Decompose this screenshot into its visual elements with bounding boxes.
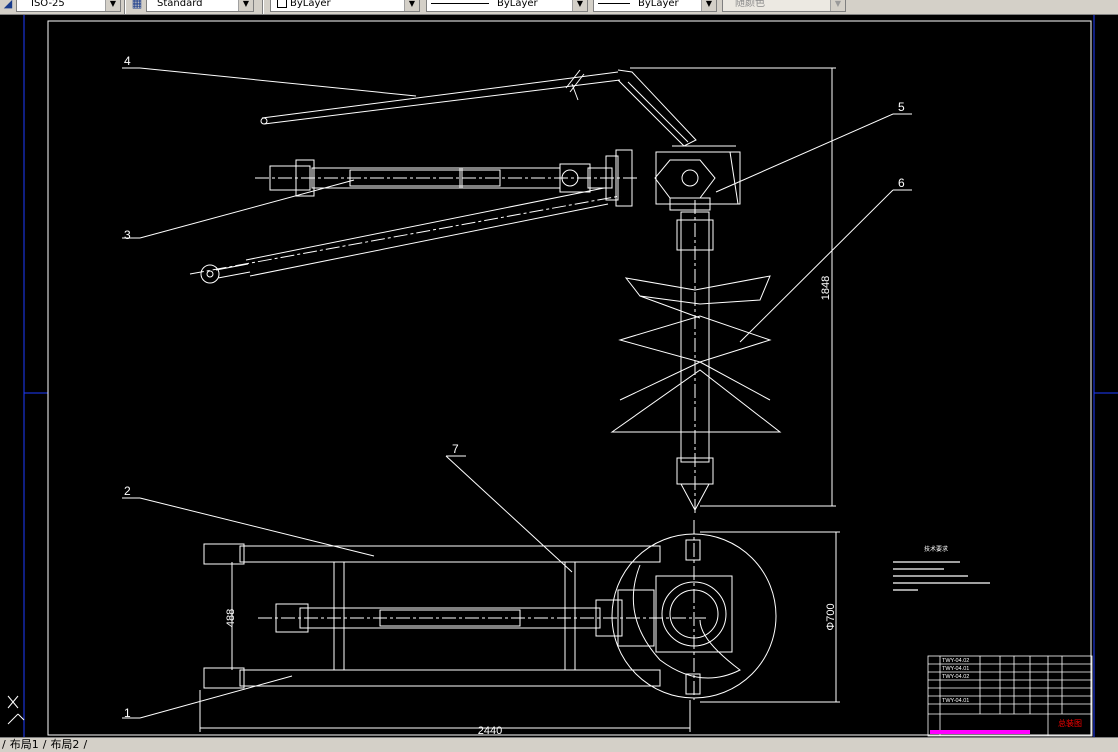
dim-diameter: Φ700 <box>825 603 837 630</box>
color-swatch-icon <box>277 0 287 8</box>
chevron-down-icon[interactable]: ▼ <box>105 0 120 11</box>
plotstyle-value: 随颜色 <box>735 0 765 9</box>
textstyle-icon[interactable]: ▦ <box>131 0 143 10</box>
linetype-select[interactable]: ByLayer ▼ <box>426 0 588 12</box>
plan-view <box>203 520 777 700</box>
textstyle-value: Standard <box>157 0 203 9</box>
balloon-5: 5 <box>898 100 905 114</box>
lineweight-select[interactable]: ByLayer ▼ <box>593 0 717 12</box>
balloon-3: 3 <box>124 228 131 242</box>
ucs-icon <box>7 695 25 725</box>
title-block-magenta-bar <box>930 730 1030 734</box>
plotstyle-select: 随颜色 ▼ <box>722 0 846 12</box>
drawing-canvas[interactable]: 1848 Φ700 488 2440 1 2 3 4 5 6 7 技术要求 <box>0 15 1118 737</box>
title-block <box>927 655 1093 737</box>
dimstyle-select[interactable]: ISO-25 ▼ <box>16 0 121 12</box>
tab-separator: / <box>2 738 6 751</box>
chevron-down-icon[interactable]: ▼ <box>238 0 253 11</box>
layer-color-select[interactable]: ByLayer ▼ <box>270 0 420 12</box>
bom-code: TWY-04.01 <box>942 698 969 704</box>
side-view <box>189 69 782 515</box>
tab-separator: / <box>83 738 88 751</box>
toolbar-separator <box>124 0 126 14</box>
toolbar-separator <box>262 0 264 14</box>
lineweight-value: ByLayer <box>638 0 679 9</box>
dim-height: 1848 <box>820 276 832 300</box>
bom-code: TWY-04.01 <box>942 666 969 672</box>
balloon-2: 2 <box>124 484 131 498</box>
bom-code: TWY-04.02 <box>942 658 969 664</box>
title-block-name: 总装图 <box>1058 718 1082 728</box>
chevron-down-icon[interactable]: ▼ <box>701 0 716 11</box>
dimstyle-value: ISO-25 <box>31 0 65 9</box>
leader-lines <box>122 67 912 719</box>
layer-value: ByLayer <box>290 0 331 9</box>
properties-toolbar: ◢ ISO-25 ▼ ▦ Standard ▼ ByLayer ▼ ByLaye… <box>0 0 1118 15</box>
balloon-7: 7 <box>452 442 459 456</box>
chevron-down-icon[interactable]: ▼ <box>404 0 419 11</box>
textstyle-select[interactable]: Standard ▼ <box>146 0 254 12</box>
balloon-4: 4 <box>124 54 131 68</box>
linetype-preview-icon <box>431 3 489 4</box>
balloon-6: 6 <box>898 176 905 190</box>
chevron-down-icon: ▼ <box>830 0 845 11</box>
dim-width: 2440 <box>478 725 502 737</box>
tab-separator: / <box>42 738 47 751</box>
linetype-value: ByLayer <box>497 0 538 9</box>
notes-lines <box>893 561 990 591</box>
technical-notes: 技术要求 <box>893 545 990 591</box>
layout-tabbar: /布局1/布局2/ <box>0 737 1118 752</box>
tab-layout2[interactable]: 布局2 <box>50 738 80 751</box>
balloon-1: 1 <box>124 706 131 720</box>
bom-code: TWY-04.02 <box>942 674 969 680</box>
tab-layout1[interactable]: 布局1 <box>9 738 39 751</box>
lineweight-preview-icon <box>598 3 630 4</box>
drawing-border <box>47 20 1092 736</box>
chevron-down-icon[interactable]: ▼ <box>572 0 587 11</box>
dim-frame: 488 <box>225 609 237 627</box>
viewport-frame <box>23 15 1118 737</box>
notes-title: 技术要求 <box>924 545 948 553</box>
dimstyle-icon[interactable]: ◢ <box>3 0 13 10</box>
